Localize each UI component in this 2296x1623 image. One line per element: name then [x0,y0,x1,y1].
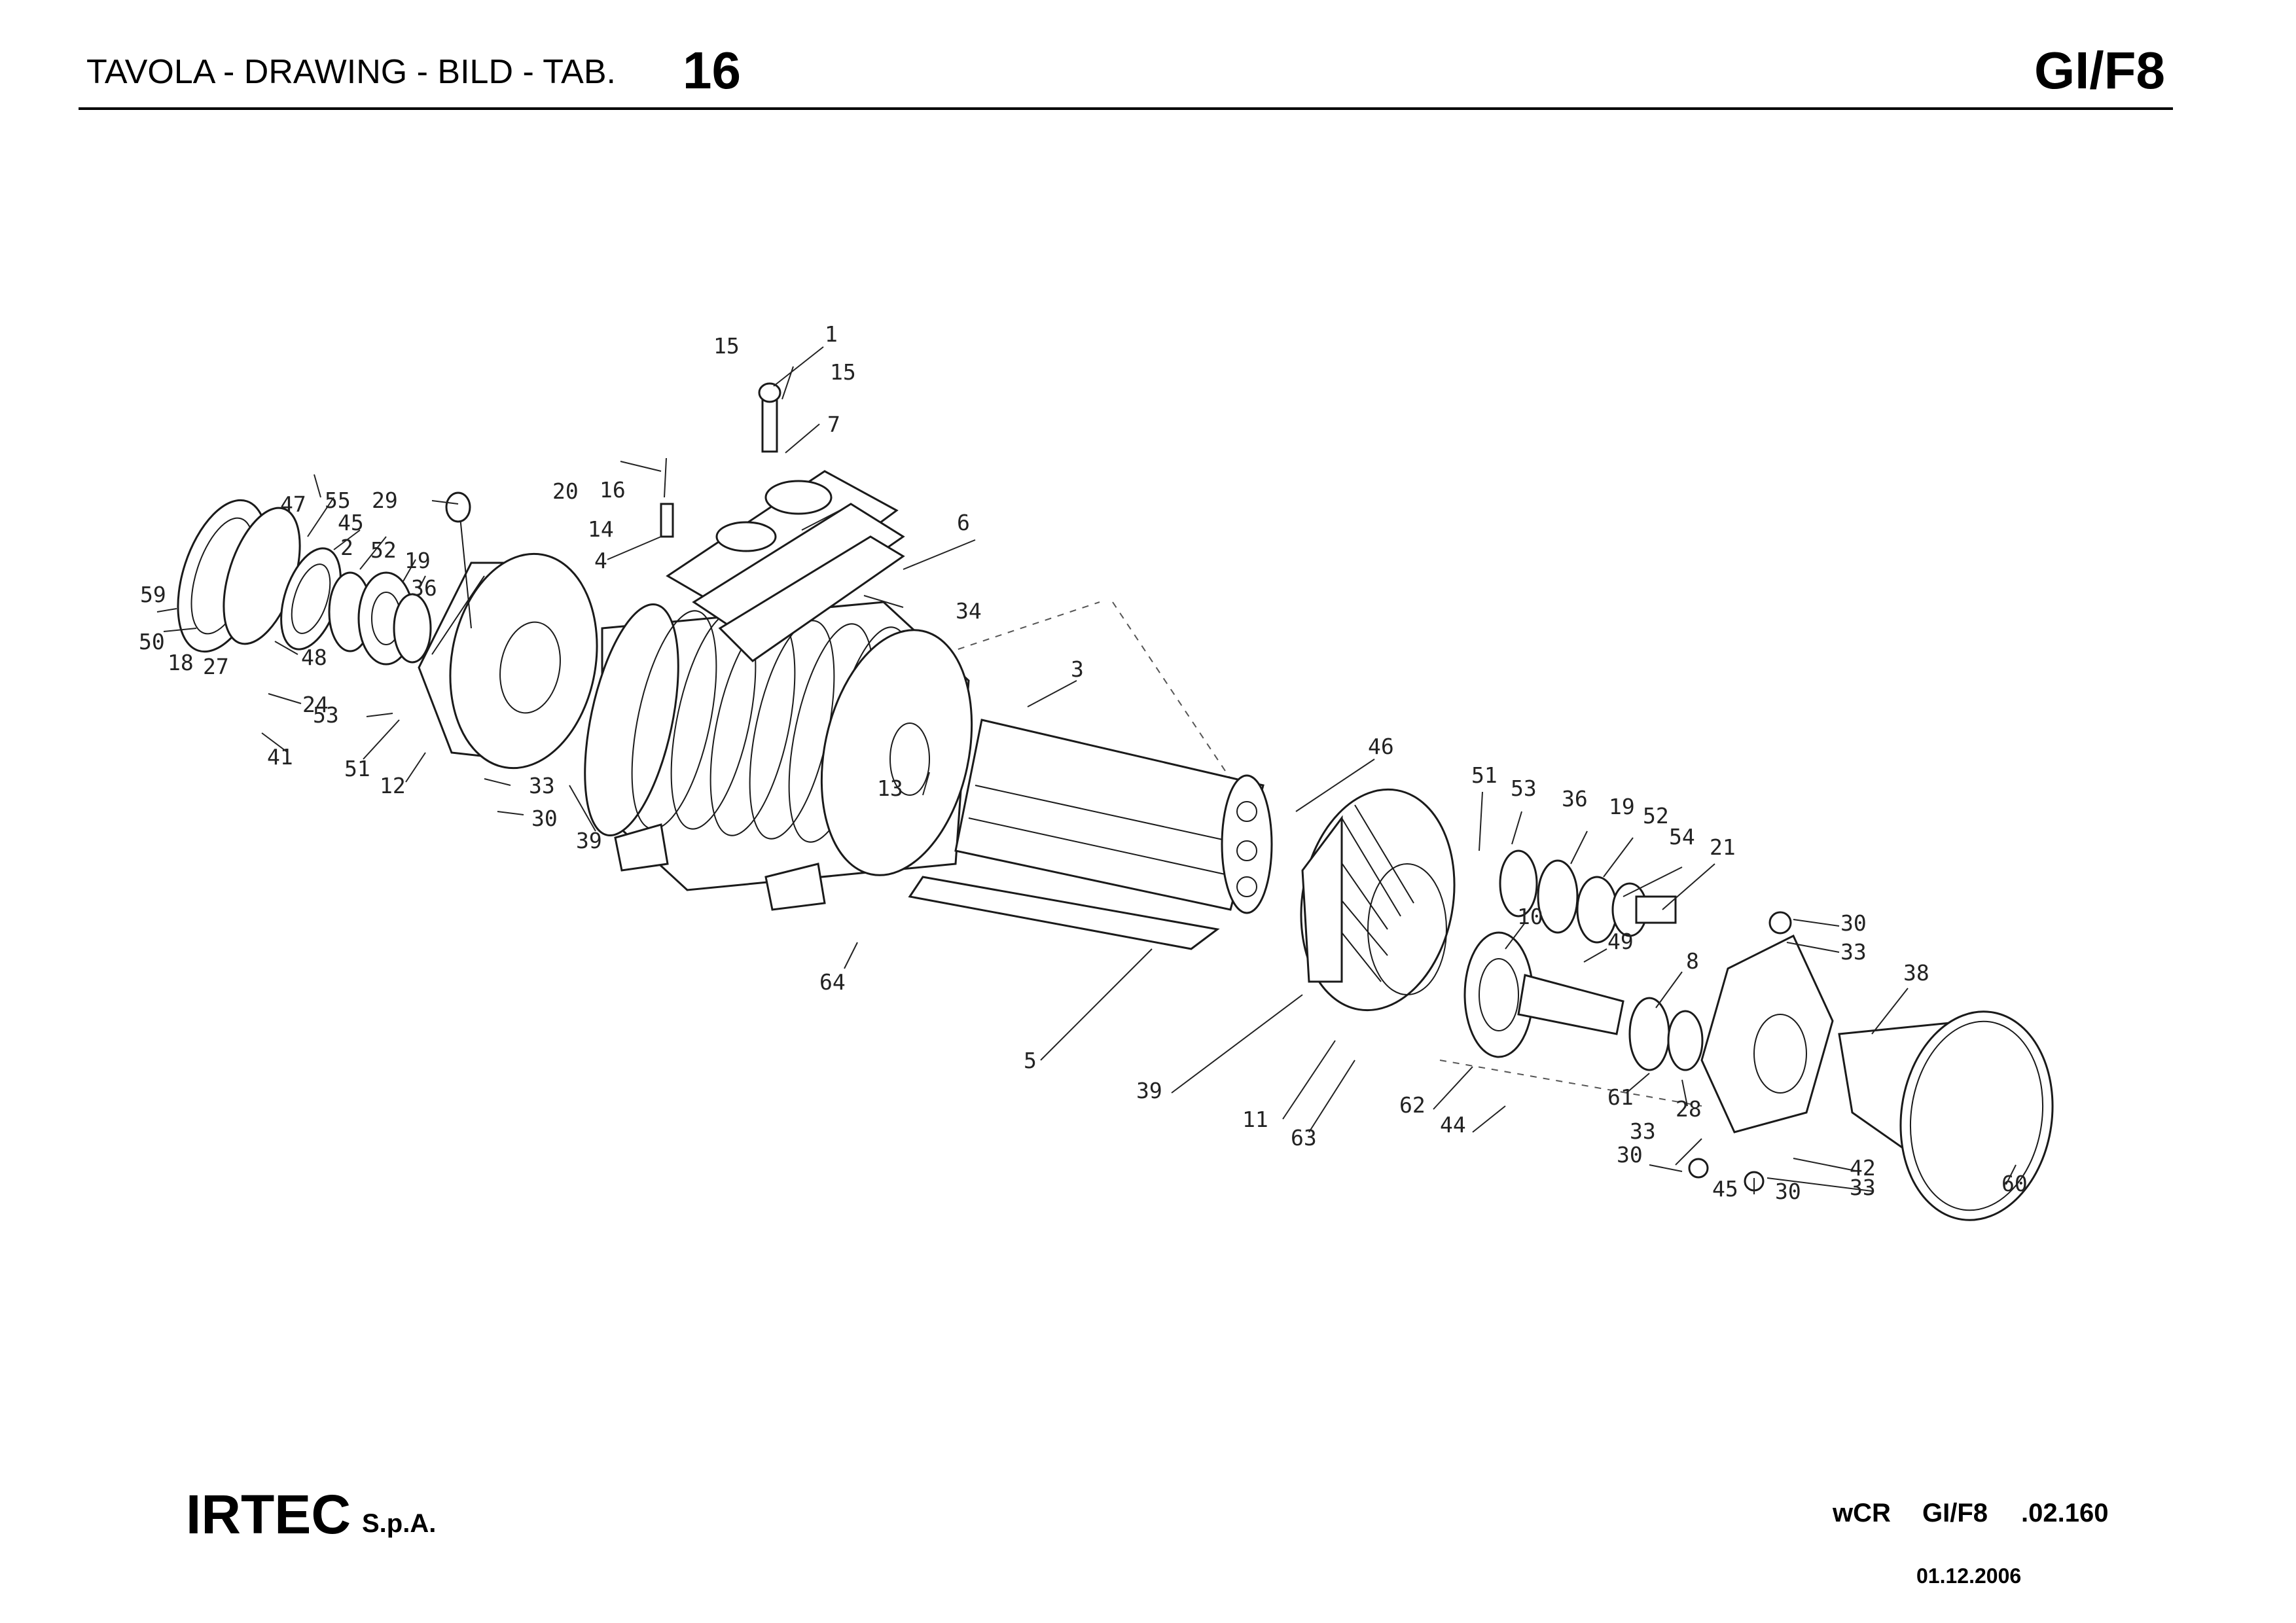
callout-30: 30 [1840,910,1867,936]
callout-62: 62 [1399,1092,1426,1118]
header-rule [79,107,2173,110]
callout-42: 42 [1850,1155,1876,1181]
callout-5: 5 [1024,1048,1037,1073]
callout-30: 30 [1617,1142,1643,1168]
callout-49: 49 [1607,929,1634,954]
callout-19: 19 [1609,794,1635,819]
callout-33: 33 [1630,1118,1656,1144]
callout-4: 4 [594,548,607,573]
callout-6: 6 [957,510,970,535]
callout-18: 18 [168,650,194,675]
rotors [908,719,1273,950]
callout-38: 38 [1903,960,1929,986]
callout-46: 46 [1368,734,1394,759]
callout-21: 21 [1710,834,1736,860]
callout-29: 29 [372,488,398,513]
callout-27: 27 [203,654,229,679]
callout-8: 8 [1686,948,1699,974]
ref-model: GI/F8 [1922,1499,1988,1527]
left-cover-assembly [177,499,432,666]
callout-55: 55 [325,488,351,513]
callout-63: 63 [1291,1125,1317,1150]
callout-51: 51 [1471,762,1498,788]
callout-53: 53 [1511,776,1537,801]
callout-33: 33 [1850,1175,1876,1200]
callout-2: 2 [340,535,353,560]
callout-3: 3 [1071,656,1084,682]
callout-28: 28 [1676,1096,1702,1122]
model-code: GI/F8 [2034,41,2165,99]
top-plates [660,382,905,662]
callout-59: 59 [140,582,166,607]
callout-13: 13 [877,776,903,801]
gear-end-plate [1300,788,1456,1012]
gear-cover [1688,911,1834,1192]
callout-10: 10 [1517,904,1543,929]
company-suffix: S.p.A. [362,1509,437,1538]
callout-52: 52 [370,537,397,563]
callout-14: 14 [588,516,614,542]
callout-39: 39 [1136,1078,1162,1103]
callout-33: 33 [529,773,555,798]
table-number: 16 [683,41,741,99]
callout-19: 19 [404,548,431,573]
callout-51: 51 [344,756,370,781]
callout-30: 30 [1775,1179,1801,1204]
callout-15: 15 [830,359,856,385]
callout-12: 12 [380,773,406,798]
callout-7: 7 [827,412,840,437]
callout-20: 20 [552,478,579,504]
callout-34: 34 [956,598,982,624]
callout-45: 45 [1712,1176,1738,1202]
callout-44: 44 [1440,1112,1466,1137]
callout-48: 48 [301,645,327,670]
callout-54: 54 [1669,824,1695,849]
callout-30: 30 [531,806,558,831]
drawing-label: TAVOLA - DRAWING - BILD - TAB. [86,53,616,91]
callout-36: 36 [411,575,437,601]
callout-16: 16 [600,477,626,503]
callout-64: 64 [819,969,846,995]
end-housing [418,491,598,770]
callout-52: 52 [1643,803,1669,829]
callout-33: 33 [1840,939,1867,965]
company-name: IRTEC [186,1484,351,1545]
gear-train [1463,849,1704,1071]
callout-53: 53 [313,702,339,728]
callout-61: 61 [1607,1084,1634,1110]
drawing-date: 01.12.2006 [1916,1564,2022,1588]
callout-47: 47 [280,491,306,517]
callout-15: 15 [713,333,740,359]
callout-50: 50 [139,629,165,654]
callout-39: 39 [576,828,602,853]
ref-number: .02.160 [2021,1499,2109,1527]
callout-41: 41 [267,744,293,770]
callout-11: 11 [1242,1107,1268,1132]
callout-36: 36 [1562,786,1588,812]
callout-1: 1 [825,321,838,347]
callout-24: 24 [302,692,329,717]
compressor-body [584,601,973,911]
ref-prefix: wCR [1833,1499,1891,1527]
callout-60: 60 [2001,1171,2028,1196]
callout-45: 45 [338,510,364,535]
